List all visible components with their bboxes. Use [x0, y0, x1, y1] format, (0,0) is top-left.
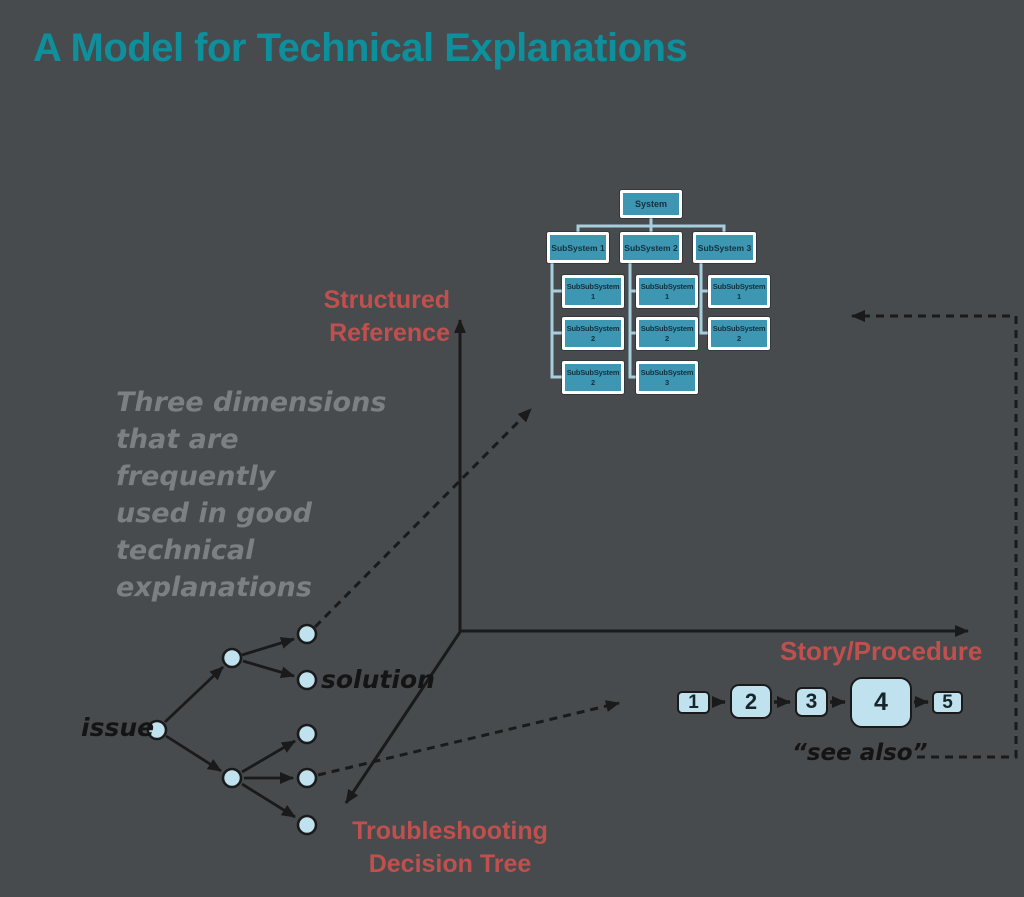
- note-line: explanations: [116, 572, 312, 603]
- structured-reference-line2: Reference: [329, 319, 450, 347]
- decision-tree-edges: [164, 637, 296, 819]
- solution-label: solution: [321, 665, 435, 694]
- dashed-arrow-tree-to-orgchart: [313, 407, 533, 629]
- orgchart-system-box: System: [620, 190, 682, 218]
- troubleshooting-line1: Troubleshooting: [352, 817, 548, 845]
- tree-node-solution: [296, 669, 318, 691]
- dimensions-note: Three dimensions that are frequently use…: [116, 384, 396, 606]
- tree-node-leaf-4: [296, 767, 318, 789]
- note-line: Three dimensions: [116, 387, 387, 418]
- tree-node-leaf-1: [296, 623, 318, 645]
- orgchart-subsub-box: SubSubSystem 1: [562, 275, 624, 308]
- orgchart-subsub-box: SubSubSystem 2: [562, 317, 624, 350]
- story-procedure-label: Story/Procedure: [780, 636, 983, 666]
- note-line: technical: [116, 535, 255, 566]
- orgchart-subsub-box: SubSubSystem 1: [708, 275, 770, 308]
- sequence-step-3: 3: [795, 687, 828, 717]
- orgchart-subsub-box: SubSubSystem 1: [636, 275, 698, 308]
- tree-edge: [165, 734, 222, 773]
- tree-edge: [241, 782, 296, 819]
- tree-edge: [242, 659, 295, 679]
- sequence-step-5: 5: [932, 691, 963, 714]
- orgchart-subsystem-1-box: SubSystem 1: [547, 232, 609, 263]
- sequence-step-1: 1: [677, 691, 710, 714]
- note-line: that are frequently: [116, 424, 276, 492]
- orgchart-connector-lines: [550, 216, 726, 379]
- note-line: used in good: [116, 498, 312, 529]
- tree-node-issue: [146, 719, 168, 741]
- structured-reference-line1: Structured: [323, 286, 450, 314]
- tree-edge: [241, 637, 295, 657]
- orgchart-subsub-box: SubSubSystem 3: [636, 361, 698, 394]
- troubleshooting-line2: Decision Tree: [368, 850, 532, 878]
- troubleshooting-label: Troubleshooting Decision Tree: [335, 815, 565, 881]
- page-title: A Model for Technical Explanations: [33, 26, 688, 70]
- tree-edge: [164, 665, 224, 724]
- orgchart-subsub-box: SubSubSystem 2: [562, 361, 624, 394]
- see-also-label: “see also”: [792, 740, 928, 766]
- dashed-arrows: [313, 310, 1018, 777]
- issue-label: issue: [81, 713, 155, 742]
- tree-node-branch-lower: [221, 767, 243, 789]
- decision-tree-nodes: [146, 623, 318, 836]
- troubleshooting-axis: [344, 631, 462, 804]
- axes: [344, 319, 969, 804]
- orgchart-subsystem-3-box: SubSystem 3: [693, 232, 756, 263]
- dashed-arrow-see-also-loop: [851, 310, 1018, 759]
- orgchart-subsub-box: SubSubSystem 2: [636, 317, 698, 350]
- tree-edge: [241, 739, 296, 774]
- tree-node-branch-upper: [221, 647, 243, 669]
- tree-node-leaf-3: [296, 723, 318, 745]
- orgchart-subsub-box: SubSubSystem 2: [708, 317, 770, 350]
- sequence-step-4: 4: [850, 677, 912, 728]
- dashed-arrow-tree-to-sequence: [317, 700, 620, 777]
- tree-node-leaf-5: [296, 814, 318, 836]
- structured-reference-label: Structured Reference: [300, 284, 450, 350]
- orgchart-subsystem-2-box: SubSystem 2: [620, 232, 682, 263]
- sequence-step-2: 2: [730, 684, 772, 719]
